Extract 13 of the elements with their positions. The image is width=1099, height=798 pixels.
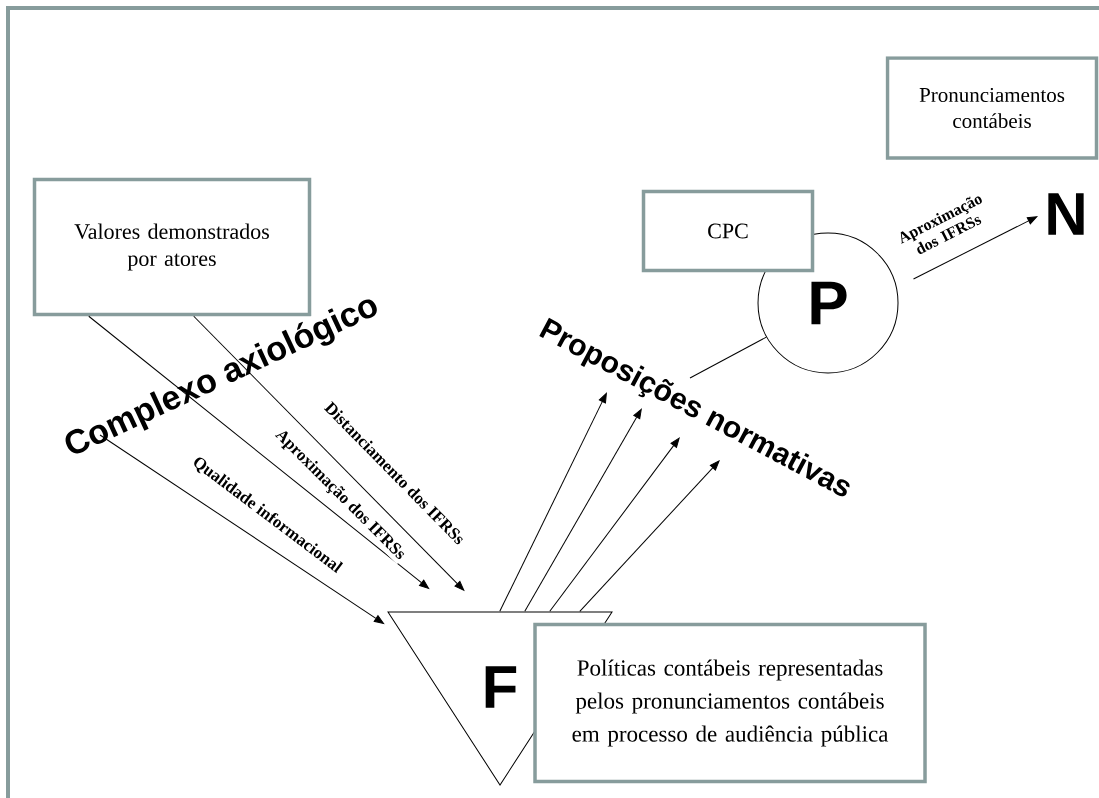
arrow bbox=[99, 434, 385, 624]
arrow bbox=[549, 437, 680, 612]
arrow bbox=[88, 315, 430, 589]
arrow bbox=[579, 460, 720, 612]
letter: N bbox=[1048, 193, 1084, 235]
arrow bbox=[499, 392, 607, 612]
text-box: Valores demonstrados por atores bbox=[32, 177, 312, 317]
text-box: CPC bbox=[641, 189, 815, 273]
arrow bbox=[913, 216, 1038, 280]
arrow bbox=[524, 408, 642, 612]
text-box: Políticas contábeis representadas pelos pronunciamentos contábeis em processo de audiência pública bbox=[533, 622, 927, 784]
text-box: Pronunciamentos contábeis bbox=[885, 56, 1099, 160]
arrow bbox=[193, 315, 465, 591]
